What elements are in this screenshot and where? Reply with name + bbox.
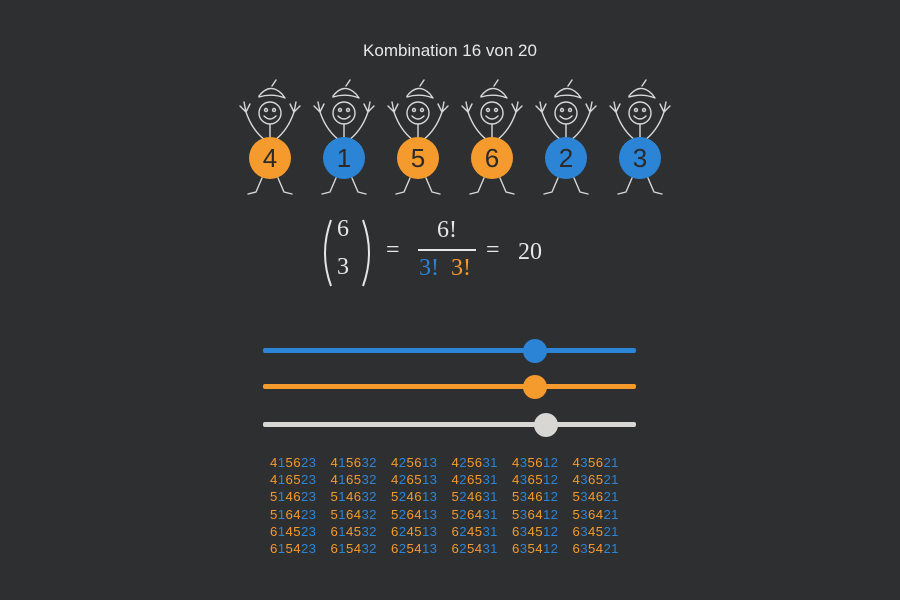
combination-row: 416523 416532 426513 426531 436512 436521 <box>270 472 670 489</box>
left-paren-icon <box>324 219 332 287</box>
person-number-badge: 2 <box>545 137 587 179</box>
fraction-denominator-orange: 3! <box>451 255 471 281</box>
formula-result: 20 <box>518 239 542 265</box>
combination-title: Kombination 16 von 20 <box>363 41 537 60</box>
fraction-numerator: 6! <box>437 217 457 243</box>
slider-thumb[interactable] <box>534 413 559 437</box>
combination-item: 436512 <box>512 472 559 488</box>
combination-item: 635412 <box>512 540 559 556</box>
person-number-badge: 4 <box>249 137 291 179</box>
combination-item: 524631 <box>451 489 498 505</box>
combination-item: 516432 <box>330 506 377 522</box>
combination-item: 634512 <box>512 523 559 539</box>
binom-n: 6 <box>337 216 349 242</box>
combination-row: 516423 516432 526413 526431 536412 536421 <box>270 507 670 524</box>
person-4: 4 <box>232 78 308 196</box>
slider-track[interactable] <box>263 422 636 427</box>
combination-item: 614532 <box>330 523 377 539</box>
person-2: 2 <box>528 78 604 196</box>
combination-item: 416523 <box>270 472 317 488</box>
combination-item: 614523 <box>270 523 317 539</box>
person-number-badge: 5 <box>397 137 439 179</box>
person-number-badge: 6 <box>471 137 513 179</box>
combination-item: 415623 <box>270 455 317 470</box>
combination-item: 615432 <box>330 540 377 556</box>
combination-item: 536421 <box>572 506 619 522</box>
combination-item: 435612 <box>512 455 559 470</box>
combination-item: 615423 <box>270 540 317 556</box>
person-6: 6 <box>454 78 530 196</box>
combination-slider[interactable] <box>263 408 636 438</box>
combination-item: 516423 <box>270 506 317 522</box>
combination-row: 514623 514632 524613 524631 534612 534621 <box>270 489 670 506</box>
combination-item: 524613 <box>391 489 438 505</box>
person-1: 1 <box>306 78 382 196</box>
fraction-denominator-blue: 3! <box>419 255 439 281</box>
right-paren-icon <box>362 219 370 287</box>
combination-item: 426513 <box>391 472 438 488</box>
combination-list: 415623 415632 425613 425631 435612 435621 4165… <box>270 455 670 558</box>
person-5: 5 <box>380 78 456 196</box>
equals-sign-1: = <box>386 237 400 263</box>
combination-row: 614523 614532 624513 624531 634512 634521 <box>270 524 670 541</box>
person-number-badge: 3 <box>619 137 661 179</box>
binomial-formula: 6 3 = 6! 3! 3! = 20 <box>316 210 576 310</box>
person-number-badge: 1 <box>323 137 365 179</box>
slider-track[interactable] <box>263 348 636 353</box>
combination-item: 624513 <box>391 523 438 539</box>
combination-item: 514623 <box>270 489 317 505</box>
combination-item: 534612 <box>512 489 559 505</box>
combination-item: 425631 <box>451 455 498 470</box>
combination-item: 625413 <box>391 540 438 556</box>
person-3: 3 <box>602 78 678 196</box>
combination-item: 624531 <box>451 523 498 539</box>
combination-item: 415632 <box>330 455 377 470</box>
stick-figure-icon <box>239 79 301 195</box>
orange-slider[interactable] <box>263 370 636 400</box>
combination-item: 416532 <box>330 472 377 488</box>
combination-item: 634521 <box>572 523 619 539</box>
combination-item: 425613 <box>391 455 438 470</box>
slider-track[interactable] <box>263 384 636 389</box>
combination-item: 536412 <box>512 506 559 522</box>
combination-item: 526431 <box>451 506 498 522</box>
blue-slider[interactable] <box>263 334 636 364</box>
stick-figure-icon <box>387 79 449 195</box>
combination-item: 514632 <box>330 489 377 505</box>
fraction-bar <box>418 249 476 251</box>
slider-thumb[interactable] <box>523 339 548 363</box>
combination-item: 426531 <box>451 472 498 488</box>
combination-item: 435621 <box>572 455 619 470</box>
equals-sign-2: = <box>486 237 500 263</box>
slider-thumb[interactable] <box>523 375 548 399</box>
combination-row: 615423 615432 625413 625431 635412 635421 <box>270 541 670 558</box>
combination-item: 436521 <box>572 472 619 488</box>
combination-item: 635421 <box>572 540 619 556</box>
combination-row: 415623 415632 425613 425631 435612 435621 <box>270 455 670 472</box>
combination-item: 534621 <box>572 489 619 505</box>
combination-item: 625431 <box>451 540 498 556</box>
binom-k: 3 <box>337 254 349 280</box>
combination-item: 526413 <box>391 506 438 522</box>
slider-group <box>263 330 636 440</box>
